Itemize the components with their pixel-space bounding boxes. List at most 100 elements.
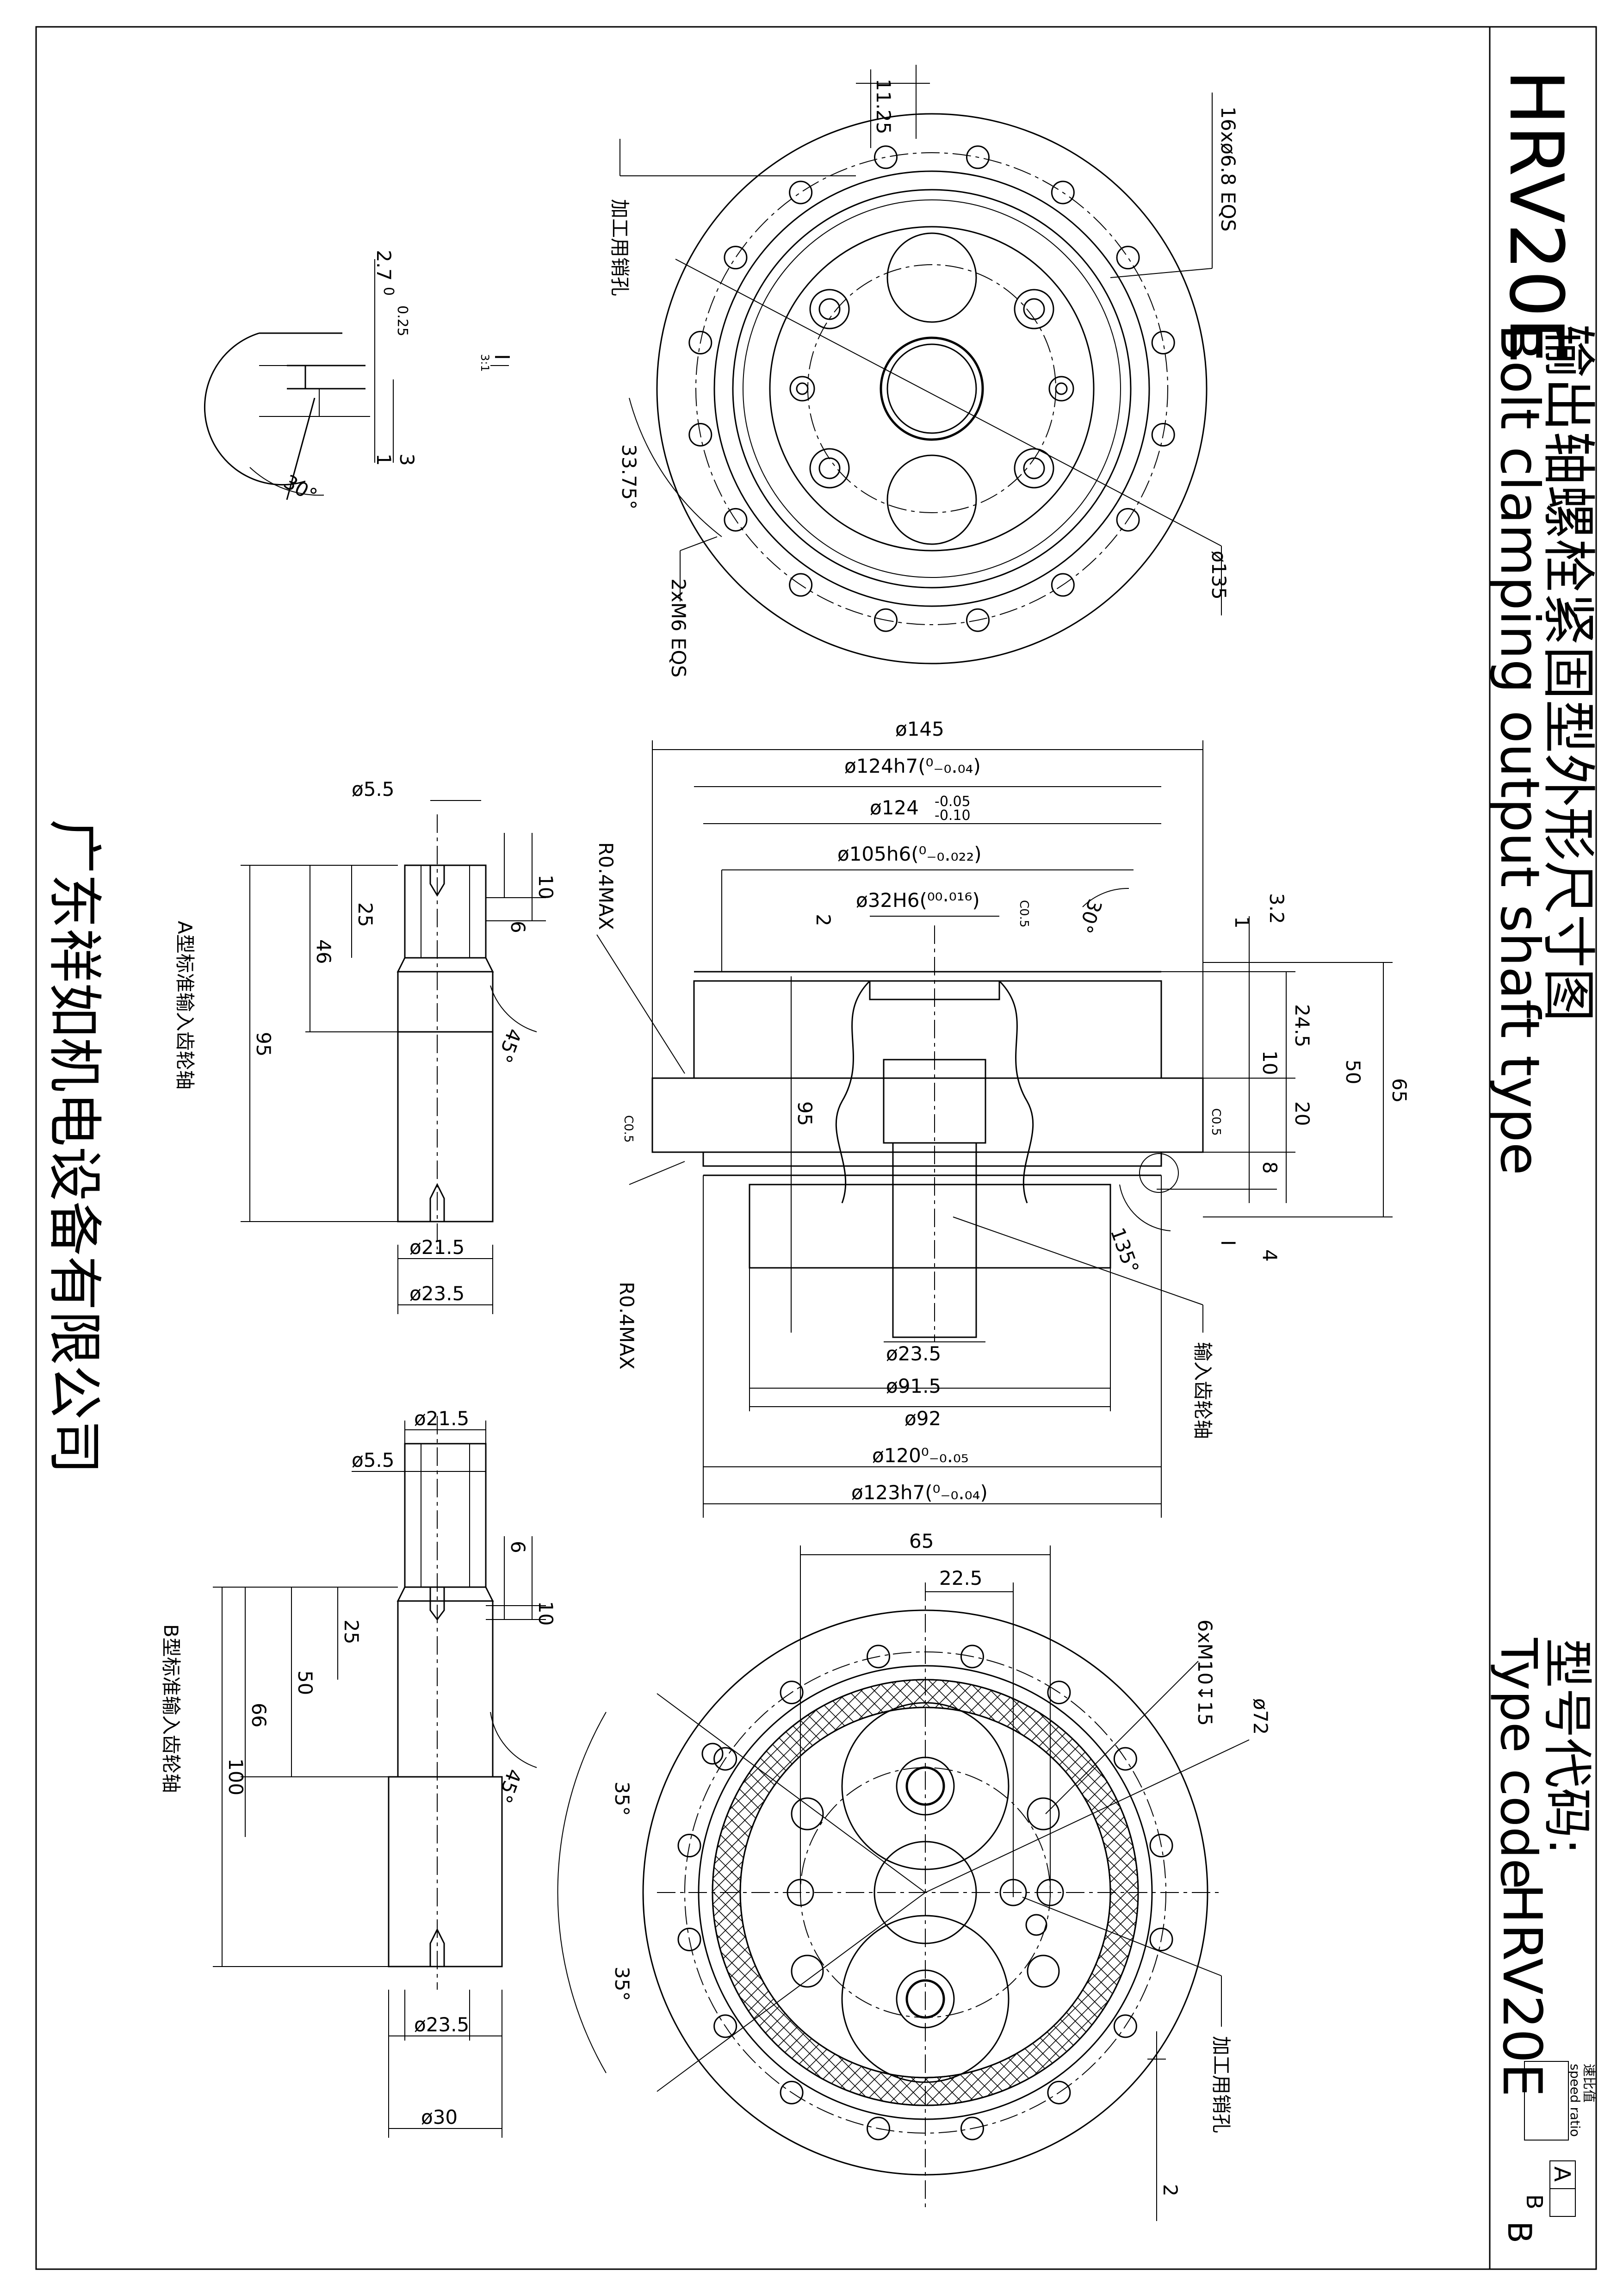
bolt-hole (1051, 573, 1075, 597)
shaft-b-angle45: 45° (493, 1766, 526, 1806)
bottom-d72: ø72 (1249, 1698, 1272, 1735)
detail-ref-I: I (1217, 1240, 1239, 1246)
dim-bolt-holes: 16xø6.8 EQS (1217, 106, 1239, 231)
shaft-a-label: A型标准输入齿轮轴 (173, 921, 196, 1090)
bolt-hole (713, 2014, 737, 2038)
bolt-hole (966, 608, 990, 632)
bolt-hole (867, 2116, 891, 2141)
dim-d145: ø145 (895, 718, 944, 740)
detail-label: I (490, 354, 514, 360)
bolt-hole (960, 1644, 984, 1669)
shaft-a-d21-5: ø21.5 (409, 1236, 465, 1259)
dim-24-5: 24.5 (1291, 1004, 1313, 1048)
bolt-hole (1151, 422, 1175, 447)
bolt-hole (874, 145, 898, 169)
speed-ratio-box (1524, 2061, 1569, 2141)
bolt-hole (688, 331, 712, 355)
dim-tap-holes: 2xM6 EQS (667, 578, 690, 677)
shaft-a-dim-46: 46 (312, 939, 335, 964)
detail-i-view (204, 259, 509, 500)
detail-depth-tol-upper: 0.25 (394, 305, 410, 336)
detail-dim-1: 1 (372, 453, 395, 466)
bolt-hole (1113, 1747, 1137, 1771)
shaft-a-dim-10: 10 (534, 875, 557, 899)
input-shaft-label: 输入齿轮轴 (1191, 1342, 1214, 1439)
dim-d32H6: ø32H6(⁰⁰·⁰¹⁶) (856, 889, 980, 912)
dim-pitch: ø135 (1208, 551, 1230, 600)
bolt-hole (1151, 331, 1175, 355)
bolt-hole (677, 1927, 701, 1951)
bolt-hole (1116, 508, 1140, 532)
shaft-choice-b: B (1521, 2194, 1547, 2209)
bottom-view-texts: 65 22.5 6xM10↧15 ø72 35° 35° 加工用销孔 2 (611, 1530, 1272, 2197)
dim-d124: ø124 (870, 796, 919, 819)
detail-depth-tol-lower: 0 (380, 287, 396, 296)
shaft-a-view (241, 800, 546, 1314)
shaft-b-dim-10: 10 (534, 1601, 557, 1626)
bolt-hole (789, 180, 813, 205)
dim-d124-tol-upper: -0.05 (935, 794, 971, 810)
type-code-cn: 型号代码: (1538, 1638, 1596, 1855)
dim-d120: ø120⁰₋₀.₀₅ (872, 1444, 969, 1467)
shaft-b-label: B型标准输入齿轮轴 (160, 1624, 182, 1793)
shaft-b-d5-5: ø5.5 (352, 1449, 395, 1471)
dim-3-2: 3.2 (1265, 893, 1288, 924)
type-code-value: HRV20E (1491, 1883, 1553, 2097)
bottom-pin-hole-label: 加工用销孔 (1210, 2036, 1233, 2133)
bolt-hole (1051, 180, 1075, 205)
section-view (596, 740, 1393, 1518)
bolt-hole (713, 1747, 737, 1771)
detail-angle: 30° (280, 470, 321, 507)
dim-d124h7: ø124h7(⁰₋₀.₀₄) (844, 755, 981, 777)
shaft-b-dim-100: 100 (224, 1758, 247, 1795)
shaft-b-dim-66: 66 (248, 1703, 270, 1727)
dim-r04-bottom: R0.4MAX (615, 1282, 638, 1370)
shaft-a-d5-5: ø5.5 (352, 778, 395, 800)
dim-angle-top: 33.75° (618, 444, 640, 509)
dim-20: 20 (1291, 1101, 1313, 1126)
shaft-a-d23-5: ø23.5 (409, 1282, 465, 1305)
bottom-angle35b: 35° (611, 1967, 633, 2001)
shaft-b-d30: ø30 (421, 2106, 458, 2128)
bolt-hole (1047, 1681, 1071, 1705)
dim-65: 65 (1388, 1078, 1411, 1103)
dim-c05-right: C0.5 (1209, 1108, 1223, 1136)
title-model-big: HRV20E (1493, 69, 1580, 364)
dim-d124-tol-lower: -0.10 (935, 807, 971, 824)
shaft-a-angle45: 45° (493, 1026, 526, 1066)
pin-hole-label-top: 加工用销孔 (608, 199, 631, 296)
dim-angle135: 135° (1106, 1225, 1144, 1277)
type-code-en: Type code (1489, 1638, 1547, 1889)
dim-angle30: 30° (1073, 896, 1107, 937)
shaft-b-dim-6: 6 (507, 1541, 529, 1553)
dim-offset: 11.25 (872, 79, 895, 134)
bolt-hole (960, 2116, 984, 2141)
detail-scale: 3:1 (478, 354, 491, 372)
bolt-hole (867, 1644, 891, 1669)
bolt-hole (780, 1681, 804, 1705)
bolt-hole (677, 1834, 701, 1858)
bolt-hole (966, 145, 990, 169)
title-block: HRV20E 输出轴螺栓紧固型外形尺寸图 Bolt clamping outpu… (1488, 69, 1599, 2243)
dim-8: 8 (1258, 1161, 1281, 1174)
shaft-b-view (213, 1416, 546, 2138)
bolt-hole (724, 508, 748, 532)
dim-d92: ø92 (904, 1407, 941, 1430)
bottom-tap: 6xM10↧15 (1194, 1620, 1216, 1726)
company-name: 广东祥如机电设备有限公司 (43, 819, 106, 1474)
bottom-dim-65: 65 (909, 1530, 934, 1552)
dim-c05-left: C0.5 (621, 1115, 635, 1143)
detail-depth: 2.7 (372, 250, 395, 281)
bolt-hole (789, 573, 813, 597)
speed-ratio-en: speed ratio (1567, 2064, 1583, 2137)
dim-d123h7: ø123h7(⁰₋₀.₀₄) (851, 1481, 988, 1504)
dim-d105h6: ø105h6(⁰₋₀.₀₂₂) (837, 843, 982, 865)
shaft-a-dim-95: 95 (252, 1032, 275, 1056)
title-en: Bolt clamping output shaft type (1488, 324, 1551, 1175)
shaft-a-dim-25: 25 (354, 902, 377, 927)
dim-10: 10 (1258, 1050, 1281, 1075)
shaft-b-dim-25: 25 (340, 1620, 363, 1644)
speed-ratio-cn: 速比值 (1581, 2064, 1597, 2103)
section-view-texts: ø145 ø124h7(⁰₋₀.₀₄) ø124 -0.05 -0.10 ø10… (595, 718, 1411, 1504)
